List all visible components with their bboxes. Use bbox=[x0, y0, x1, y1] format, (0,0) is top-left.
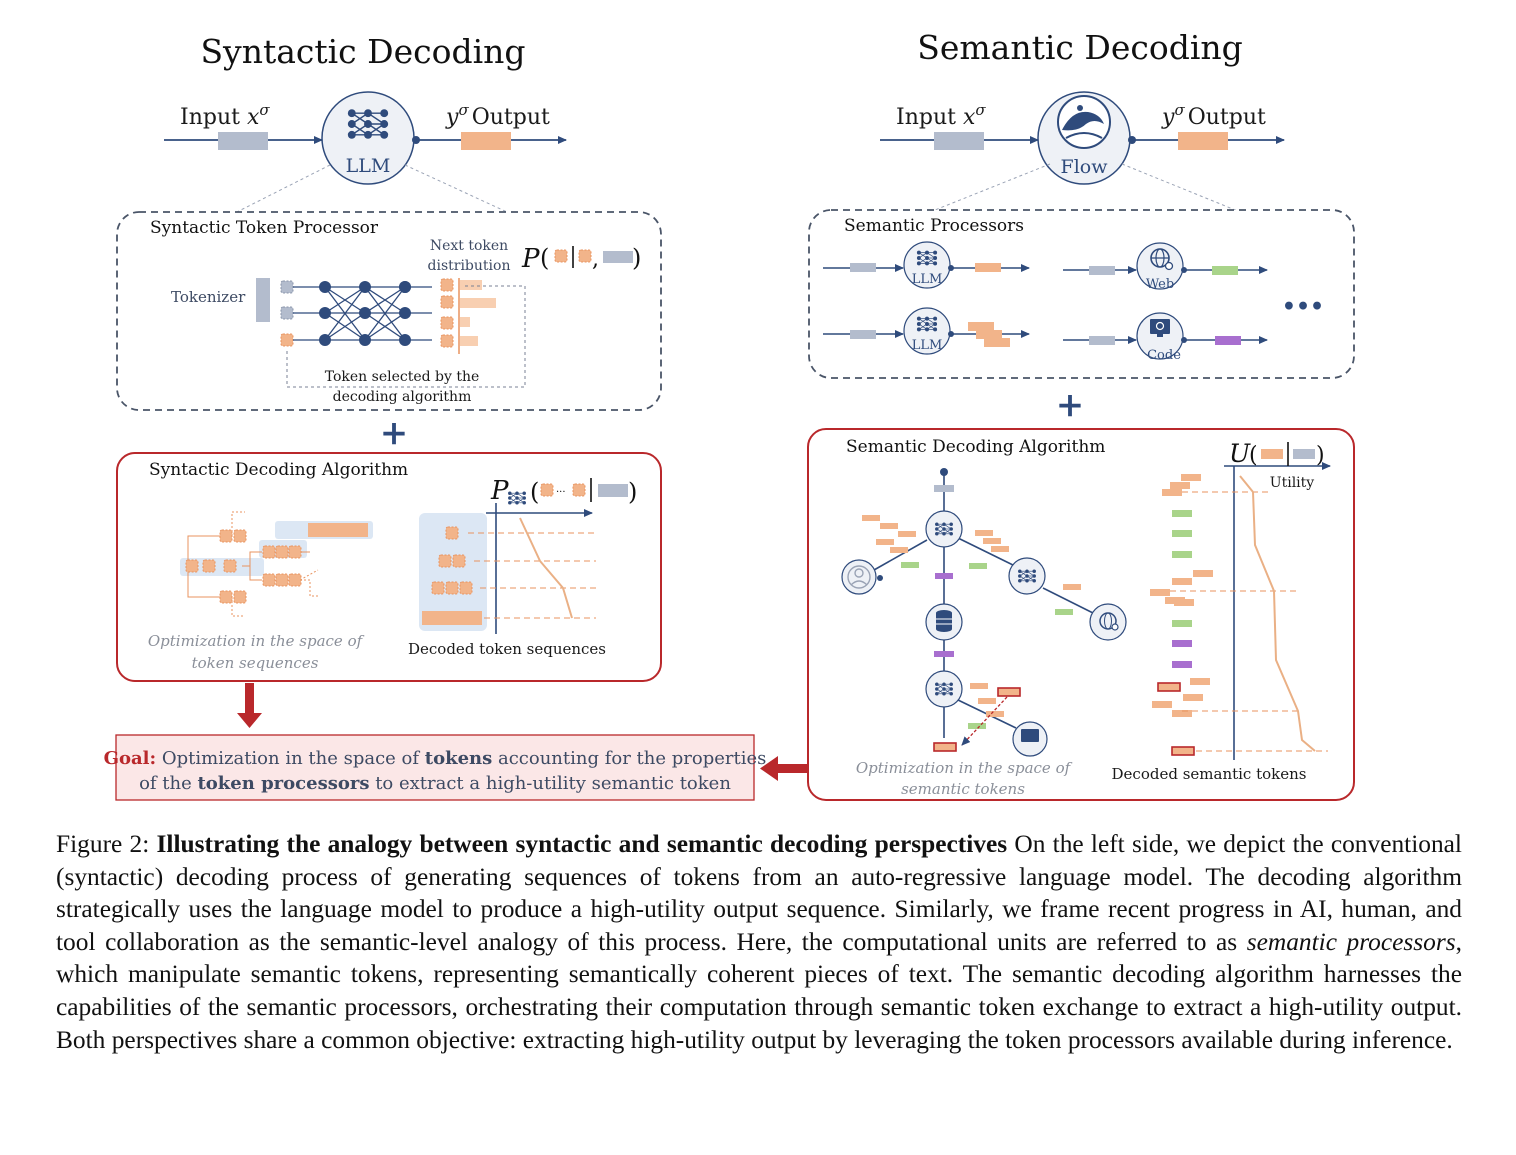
svg-text:decoding algorithm: decoding algorithm bbox=[333, 389, 472, 405]
svg-text:Optimization in the space of: Optimization in the space of bbox=[856, 759, 1073, 777]
svg-text:Syntactic Decoding Algorithm: Syntactic Decoding Algorithm bbox=[149, 460, 408, 480]
svg-text:): ) bbox=[632, 244, 641, 272]
llm-node-label: LLM bbox=[346, 155, 391, 177]
output-token bbox=[461, 132, 511, 150]
svg-text:Web: Web bbox=[1146, 277, 1174, 292]
llm-network-icon bbox=[346, 108, 390, 140]
svg-text:distribution: distribution bbox=[428, 258, 511, 274]
svg-text:Semantic Processors: Semantic Processors bbox=[844, 216, 1024, 236]
caption-title: Illustrating the analogy between syntact… bbox=[156, 830, 1008, 858]
svg-text:): ) bbox=[1316, 443, 1325, 468]
globe-icon bbox=[1150, 248, 1174, 271]
svg-text:semantic tokens: semantic tokens bbox=[901, 780, 1025, 798]
more-processors-ellipsis: ••• bbox=[1282, 294, 1324, 320]
svg-text:(: ( bbox=[1249, 443, 1258, 468]
flow-wave-icon bbox=[1057, 95, 1111, 149]
tokenizer-label: Tokenizer bbox=[171, 288, 246, 306]
semantic-decoding-algorithm: Semantic Decoding Algorithm bbox=[807, 428, 1355, 801]
syntactic-decoding-algorithm: Syntactic Decoding Algorithm Optimizatio… bbox=[116, 452, 662, 682]
figure-caption: Figure 2: Illustrating the analogy betwe… bbox=[56, 828, 1462, 1056]
code-monitor-icon bbox=[1150, 319, 1170, 337]
svg-text:P: P bbox=[521, 244, 540, 274]
svg-text:): ) bbox=[628, 478, 637, 506]
semantic-processors: Semantic Processors LLM LLM Web bbox=[808, 209, 1355, 379]
database-icon bbox=[936, 610, 952, 632]
code-monitor-icon-2 bbox=[1021, 729, 1039, 742]
user-icon bbox=[847, 565, 871, 589]
svg-text:(: ( bbox=[530, 478, 539, 506]
globe-icon-2 bbox=[1099, 612, 1119, 631]
left-to-goal-arrow bbox=[237, 683, 262, 728]
goal-box: Goal: Optimization in the space of token… bbox=[104, 734, 767, 801]
svg-text:Utility: Utility bbox=[1270, 475, 1314, 491]
svg-text:Code: Code bbox=[1147, 348, 1181, 363]
search-tree bbox=[185, 511, 368, 617]
input-token bbox=[218, 132, 268, 150]
semantic-title: Semantic Decoding bbox=[917, 28, 1243, 67]
caption-text-1: On the left side, we depict the conventi… bbox=[56, 830, 1462, 956]
svg-text:LLM: LLM bbox=[912, 338, 943, 353]
svg-text:Goal: Optimization in the spac: Goal: Optimization in the space of token… bbox=[104, 748, 767, 769]
svg-text:(: ( bbox=[540, 244, 549, 272]
svg-text:LLM: LLM bbox=[912, 272, 943, 287]
caption-label: Figure 2: bbox=[56, 830, 157, 858]
svg-text:Next token: Next token bbox=[430, 238, 508, 254]
svg-text:Input xσ: Input xσ bbox=[896, 101, 986, 130]
syntactic-token-processor: Syntactic Token Processor Tokenizer bbox=[116, 211, 662, 411]
input-label: Input xσ bbox=[180, 101, 270, 130]
svg-text:Flow: Flow bbox=[1061, 156, 1109, 178]
svg-text:Semantic Decoding Algorithm: Semantic Decoding Algorithm bbox=[846, 437, 1105, 457]
caption-italic-term: semantic processors bbox=[1246, 927, 1456, 956]
right-to-goal-arrow bbox=[760, 756, 808, 781]
svg-text:token sequences: token sequences bbox=[192, 654, 319, 672]
svg-text:Syntactic Token Processor: Syntactic Token Processor bbox=[150, 218, 379, 238]
plus-right: + bbox=[1056, 385, 1085, 425]
svg-text:···: ··· bbox=[556, 487, 566, 498]
svg-text:Token selected by the: Token selected by the bbox=[325, 369, 480, 385]
svg-text:P: P bbox=[490, 476, 509, 506]
svg-text:Optimization in the space of: Optimization in the space of bbox=[148, 632, 365, 650]
svg-text:of the token processors to ext: of the token processors to extract a hig… bbox=[139, 773, 731, 794]
caption-text-2: , which manipulate semantic tokens, repr… bbox=[56, 927, 1462, 1054]
plus-left: + bbox=[380, 413, 409, 453]
svg-text:Decoded token sequences: Decoded token sequences bbox=[408, 640, 606, 658]
svg-text:U: U bbox=[1229, 439, 1251, 468]
svg-text:,: , bbox=[592, 247, 599, 272]
syntactic-title: Syntactic Decoding bbox=[200, 32, 525, 71]
network-diagram bbox=[293, 281, 432, 346]
svg-text:Decoded semantic tokens: Decoded semantic tokens bbox=[1112, 765, 1307, 783]
